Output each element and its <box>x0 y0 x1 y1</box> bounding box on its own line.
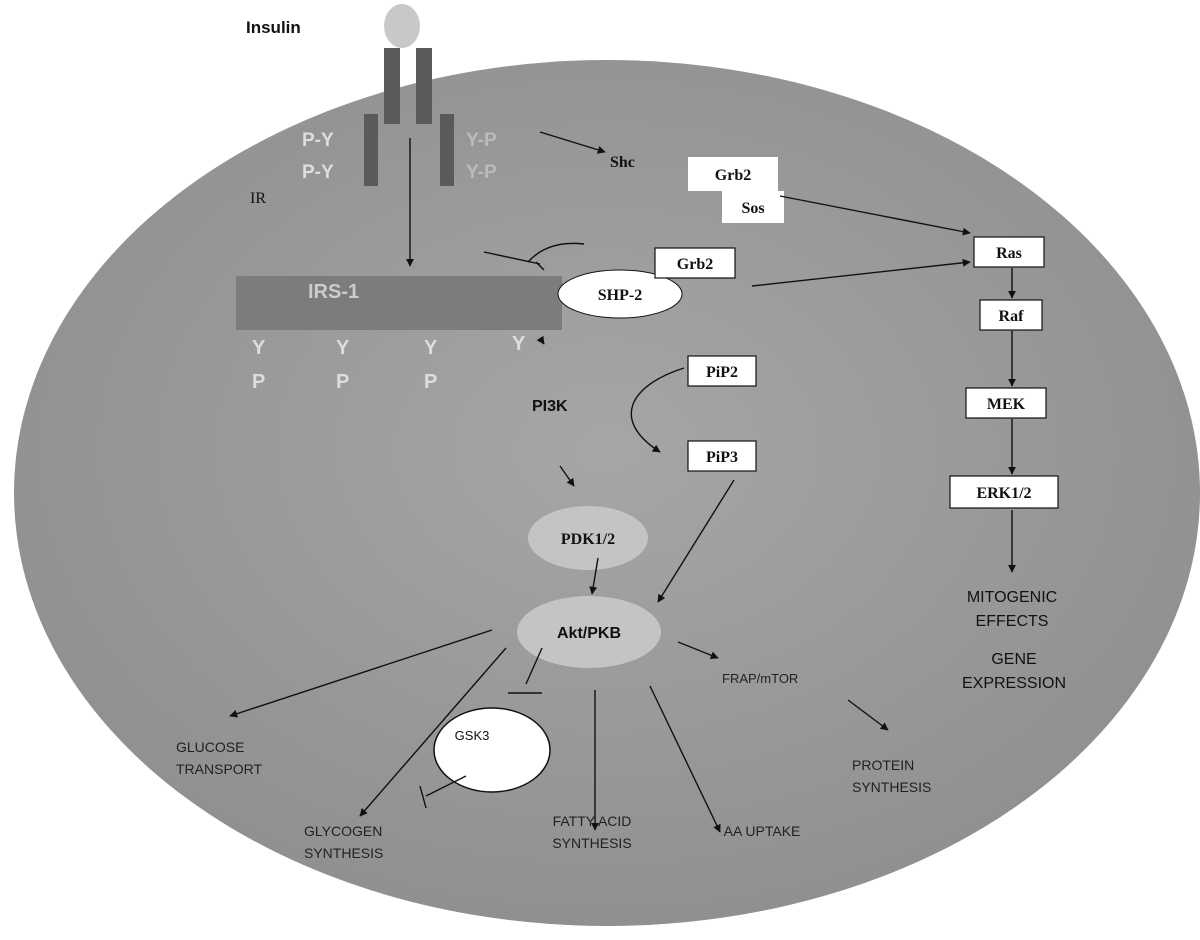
grb2-mid-label: Grb2 <box>677 256 713 273</box>
glucose-label-1: GLUCOSE <box>176 739 244 755</box>
insulin-receptor <box>364 48 454 186</box>
glycogen-label-1: GLYCOGEN <box>304 823 382 839</box>
fatty-label-2: SYNTHESIS <box>552 835 631 851</box>
protein-label-1: PROTEIN <box>852 757 914 773</box>
aa-label: AA UPTAKE <box>724 823 801 839</box>
gsk3-node <box>433 707 551 793</box>
p-label-1: P <box>252 371 265 393</box>
glucose-label-2: TRANSPORT <box>176 761 263 777</box>
irs1-bar <box>236 276 562 330</box>
ir-label: IR <box>250 190 266 207</box>
yp-label-1: Y-P <box>466 130 497 151</box>
ras-label: Ras <box>996 245 1022 262</box>
pip2-label: PiP2 <box>706 364 738 381</box>
gsk3-label: GSK3 <box>455 728 490 743</box>
mek-label: MEK <box>987 396 1026 413</box>
insulin-ligand <box>384 4 420 48</box>
y-label-3: Y <box>424 337 438 359</box>
irs1-label: IRS-1 <box>308 281 359 303</box>
arrows <box>229 131 1016 833</box>
mitogenic-label-1: MITOGENIC <box>967 589 1057 606</box>
shp2-label: SHP-2 <box>598 287 642 304</box>
pip3-label: PiP3 <box>706 449 738 466</box>
protein-label-2: SYNTHESIS <box>852 779 931 795</box>
p-label-3: P <box>424 371 437 393</box>
shp2-node <box>557 269 683 319</box>
pdk-label: PDK1/2 <box>561 531 615 548</box>
py-label-2: P-Y <box>302 162 334 183</box>
akt-label: Akt/PKB <box>557 625 621 642</box>
pdk-node <box>528 506 648 570</box>
gene-label-1: GENE <box>991 651 1036 668</box>
mitogenic-label-2: EFFECTS <box>976 613 1049 630</box>
box-shapes <box>654 157 1059 509</box>
pi3k-label: PI3K <box>532 398 568 415</box>
frap-label: FRAP/mTOR <box>722 671 798 686</box>
fatty-label-1: FATTY ACID <box>553 813 632 829</box>
sos-label: Sos <box>741 200 764 217</box>
y-label-1: Y <box>252 337 266 359</box>
p-label-2: P <box>336 371 349 393</box>
gene-label-2: EXPRESSION <box>962 675 1066 692</box>
raf-label: Raf <box>999 308 1025 325</box>
y-label-2: Y <box>336 337 350 359</box>
erk-label: ERK1/2 <box>976 485 1031 502</box>
yp-label-2: Y-P <box>466 162 497 183</box>
akt-node <box>517 596 661 668</box>
py-label-1: P-Y <box>302 130 334 151</box>
shc-label: Shc <box>610 154 635 171</box>
y-label-4: Y <box>512 333 526 355</box>
grb2-top-label: Grb2 <box>715 167 751 184</box>
insulin-label: Insulin <box>246 18 301 37</box>
glycogen-label-2: SYNTHESIS <box>304 845 383 861</box>
